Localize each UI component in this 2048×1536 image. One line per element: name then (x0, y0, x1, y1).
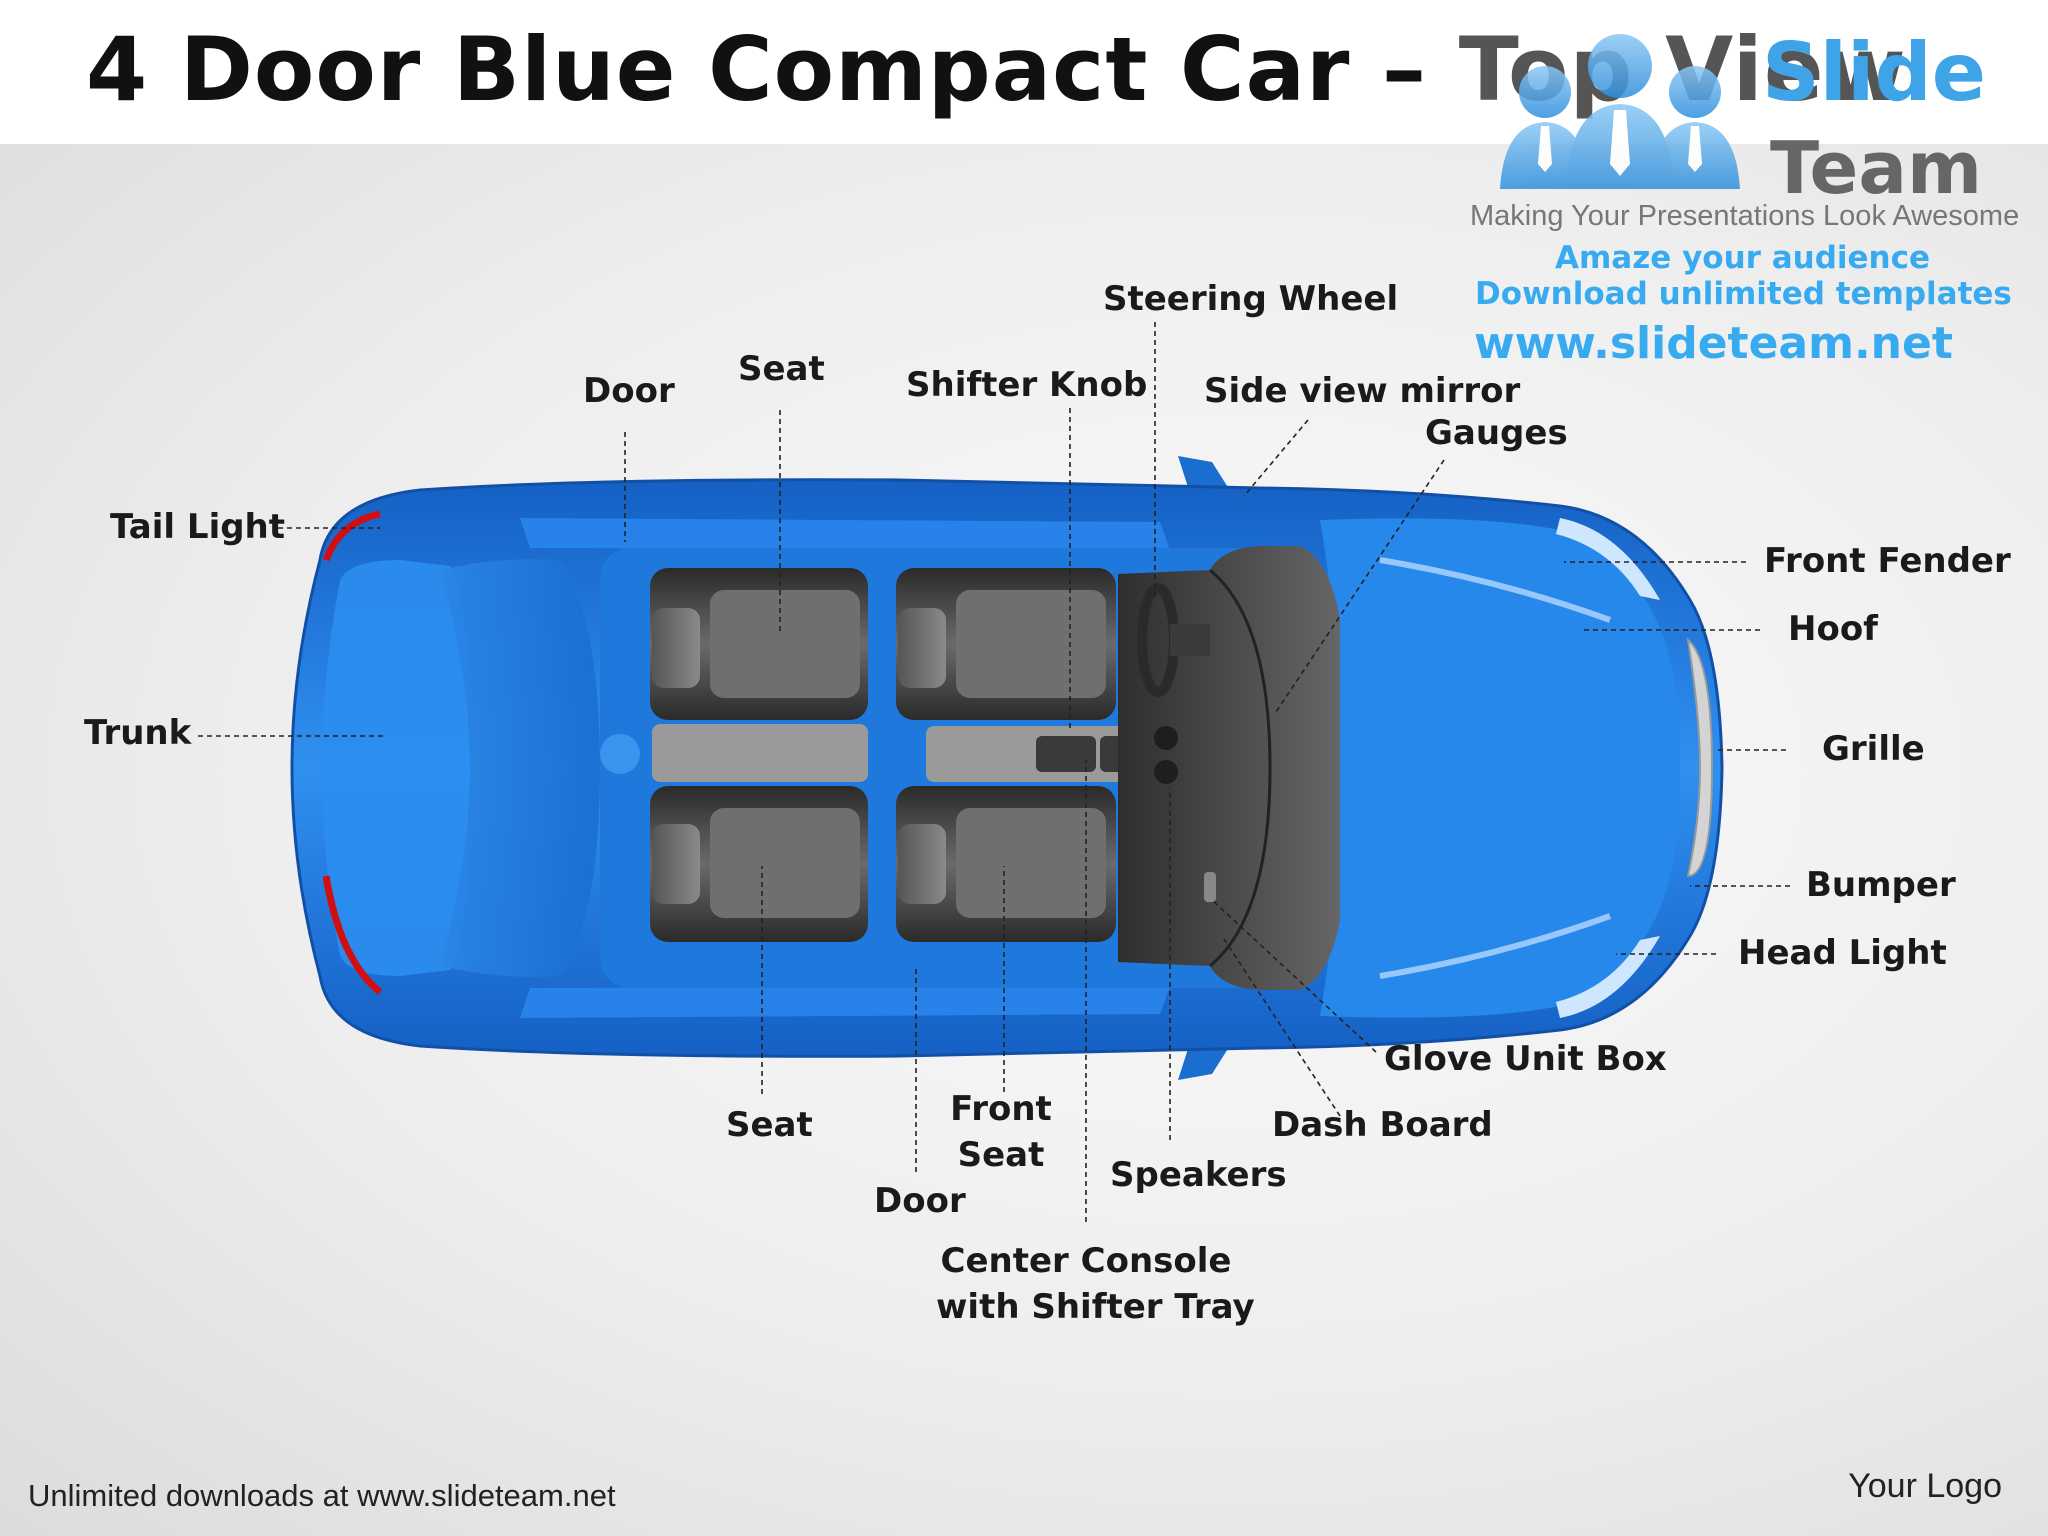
label-door-top: Door (583, 371, 675, 411)
logo-slide-word: Slide (1762, 26, 1986, 119)
label-steering-wheel: Steering Wheel (1103, 279, 1399, 319)
label-front-fender: Front Fender (1764, 541, 2011, 581)
label-center-console: Center Console with Shifter Tray (936, 1238, 1255, 1330)
label-hoof: Hoof (1788, 609, 1878, 649)
label-seat-bottom: Seat (726, 1105, 813, 1145)
dashboard (1118, 546, 1340, 990)
label-bumper: Bumper (1806, 865, 1956, 905)
front-seat-bottom (896, 786, 1116, 942)
logo-team-word: Team (1770, 126, 1982, 210)
label-tail-light: Tail Light (110, 507, 286, 547)
footer-your-logo: Your Logo (1848, 1467, 2002, 1505)
leader-lines (198, 322, 1790, 1222)
front-seat-top (896, 568, 1116, 720)
rear-bench-middle (652, 724, 868, 782)
label-front-seat-line2: Seat (957, 1135, 1045, 1175)
label-front-seat: Front Seat (950, 1086, 1052, 1178)
tail-light-top (322, 510, 381, 562)
label-speakers: Speakers (1110, 1155, 1287, 1195)
steering-column (1170, 624, 1210, 656)
promo-url: www.slideteam.net (1474, 318, 1953, 369)
label-glove-unit-box: Glove Unit Box (1384, 1039, 1667, 1079)
hood-highlight-top (1379, 557, 1612, 623)
hood-highlight-bottom (1379, 913, 1612, 979)
title-main: 4 Door Blue Compact Car – (86, 18, 1459, 121)
rear-window (440, 559, 600, 977)
hood (1320, 518, 1680, 1018)
speaker-top (1154, 726, 1178, 750)
label-side-view-mirror: Side view mirror (1204, 371, 1521, 411)
label-center-console-line1: Center Console (940, 1241, 1232, 1281)
footer-downloads-text: Unlimited downloads at www.slideteam.net (28, 1478, 616, 1513)
label-grille: Grille (1822, 729, 1925, 769)
promo-line-2: Download unlimited templates (1475, 276, 2012, 312)
side-window-top (520, 518, 1170, 550)
label-head-light: Head Light (1738, 933, 1947, 973)
label-front-seat-line1: Front (950, 1089, 1052, 1129)
slideteam-people-icon (1500, 34, 1740, 189)
seat-rear-top (650, 568, 868, 720)
label-center-console-line2: with Shifter Tray (936, 1287, 1255, 1327)
label-door-bottom: Door (874, 1181, 966, 1221)
trunk-panel (322, 560, 470, 976)
label-trunk: Trunk (84, 713, 192, 753)
glove-box-handle (1204, 872, 1216, 902)
head-light-top (1556, 518, 1660, 600)
side-window-bottom (520, 986, 1170, 1018)
logo-tagline: Making Your Presentations Look Awesome (1470, 200, 2020, 232)
grille (1686, 637, 1714, 878)
seat-rear-bottom (650, 786, 868, 942)
label-seat-top: Seat (738, 349, 825, 389)
speaker-bottom (1154, 760, 1178, 784)
rear-cup-holder (600, 734, 640, 774)
head-light-bottom (1556, 936, 1660, 1018)
label-shifter-knob: Shifter Knob (906, 365, 1148, 405)
label-gauges: Gauges (1425, 413, 1568, 453)
tail-light-bottom (322, 875, 383, 995)
shifter-tray (1036, 736, 1096, 772)
dashboard-curve (1209, 568, 1272, 968)
label-dash-board: Dash Board (1272, 1105, 1493, 1145)
promo-line-1: Amaze your audience (1555, 240, 1931, 276)
